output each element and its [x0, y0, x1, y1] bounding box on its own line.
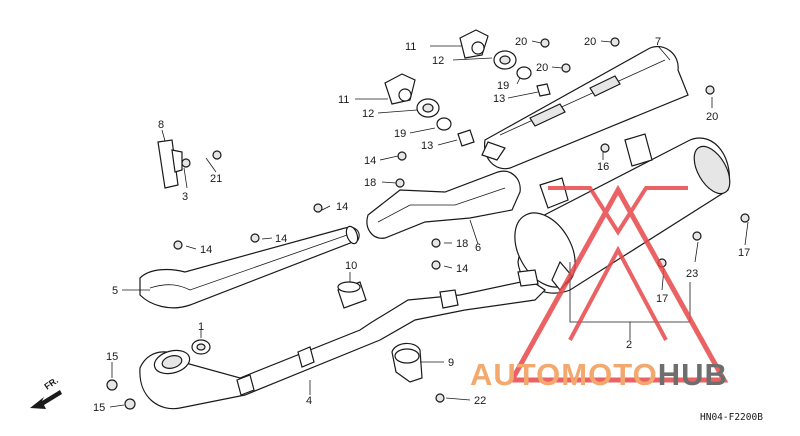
callout-12: 12	[362, 108, 374, 120]
callout-2: 2	[626, 339, 632, 351]
automotohub-watermark: AUTOMOTOHUB	[470, 184, 729, 392]
callout-20: 20	[515, 36, 527, 48]
front-direction-marker: FR.	[30, 375, 62, 409]
callout-14: 14	[275, 233, 287, 245]
callout-18: 18	[364, 177, 376, 189]
callout-20: 20	[584, 36, 596, 48]
callout-14: 14	[364, 155, 376, 167]
callout-13: 13	[421, 140, 433, 152]
upper-mount-set	[459, 29, 551, 97]
muffler-heat-shield	[481, 46, 689, 170]
exhaust-pipe-guard	[139, 225, 360, 309]
callout-9: 9	[448, 357, 454, 369]
callout-22: 22	[474, 395, 486, 407]
callout-23: 23	[686, 268, 698, 280]
lower-mount-set	[384, 73, 475, 147]
exhaust-pipe	[139, 269, 546, 410]
callout-14: 14	[200, 244, 212, 256]
callout-10: 10	[345, 260, 357, 272]
callout-13: 13	[493, 93, 505, 105]
callout-1: 1	[198, 321, 204, 333]
callout-14: 14	[456, 263, 468, 275]
diagram-code: HN04-F2200B	[700, 412, 763, 423]
watermark-part2: HUB	[658, 357, 728, 392]
joint-gasket	[337, 281, 367, 309]
pipe-heat-shield	[366, 170, 521, 239]
watermark-part1: AUTOMOTO	[470, 357, 658, 392]
callout-14: 14	[336, 201, 348, 213]
muffler	[514, 133, 731, 294]
callout-16: 16	[597, 161, 609, 173]
callout-11: 11	[405, 41, 416, 53]
callout-21: 21	[210, 173, 222, 185]
callout-5: 5	[112, 285, 118, 297]
callout-12: 12	[432, 55, 444, 67]
callout-4: 4	[306, 395, 312, 407]
callout-15: 15	[93, 402, 105, 414]
callout-11: 11	[338, 94, 349, 106]
callout-18: 18	[456, 238, 468, 250]
callout-17: 17	[656, 293, 668, 305]
front-marker-label: FR.	[42, 375, 60, 392]
callout-15: 15	[106, 351, 118, 363]
leader-lines	[109, 40, 749, 408]
callout-20: 20	[706, 111, 718, 123]
callout-20: 20	[536, 62, 548, 74]
callout-19: 19	[497, 80, 509, 92]
callout-6: 6	[475, 242, 481, 254]
callout-7: 7	[655, 36, 661, 48]
exhaust-band	[391, 342, 423, 383]
callout-8: 8	[158, 119, 164, 131]
bracket	[157, 139, 183, 189]
callout-labels: 11 12 19 13 11 12 19 13 20 20 20 20 7 16…	[93, 36, 750, 414]
callout-19: 19	[394, 128, 406, 140]
callout-3: 3	[182, 191, 188, 203]
callout-17: 17	[738, 247, 750, 259]
svg-text:AUTOMOTOHUB: AUTOMOTOHUB	[470, 357, 728, 392]
